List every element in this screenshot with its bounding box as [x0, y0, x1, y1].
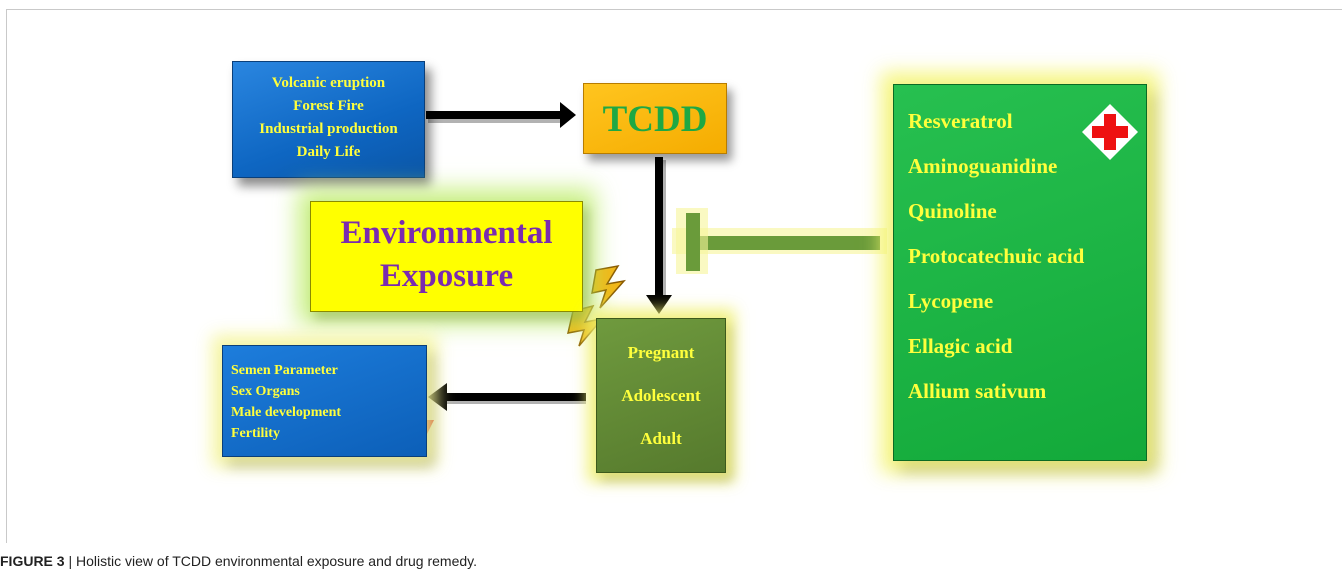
arrow-sources-to-tcdd [426, 102, 576, 128]
figure-caption: FIGURE 3 | Holistic view of TCDD environ… [0, 553, 1342, 569]
drug-item: Allium sativum [908, 379, 1047, 403]
drug-item: Aminoguanidine [908, 154, 1058, 178]
drug-item: Lycopene [908, 289, 994, 313]
exposure-sources-box: Volcanic eruption Forest Fire Industrial… [232, 61, 425, 178]
caption-separator: | [64, 553, 76, 569]
drug-item: Ellagic acid [908, 334, 1013, 358]
population-item: Adolescent [621, 386, 701, 405]
drug-item: Resveratrol [908, 109, 1013, 133]
effect-item: Semen Parameter [231, 363, 338, 378]
population-item: Adult [640, 429, 682, 448]
source-item: Forest Fire [293, 98, 364, 114]
drug-item: Protocatechuic acid [908, 244, 1085, 268]
environmental-exposure-box: Environmental Exposure [310, 201, 583, 312]
exposure-label-line: Exposure [379, 258, 514, 294]
source-item: Volcanic eruption [271, 75, 386, 91]
lightning-bolt-icon [567, 264, 626, 347]
red-cross-icon [1082, 104, 1138, 160]
effect-item: Sex Organs [231, 384, 300, 399]
figure-frame [6, 9, 1342, 543]
exposure-label-line: Environmental [340, 215, 553, 251]
arrow-population-to-effects [428, 383, 586, 411]
arrow-tcdd-to-population [646, 157, 672, 314]
caption-text: Holistic view of TCDD environmental expo… [76, 553, 477, 569]
drug-item: Quinoline [908, 199, 997, 223]
population-box: Pregnant Adolescent Adult [596, 318, 726, 473]
effect-item: Male development [231, 405, 342, 420]
tcdd-box: TCDD [583, 83, 727, 154]
source-item: Daily Life [296, 144, 361, 160]
effect-item: Fertility [231, 426, 280, 441]
population-item: Pregnant [627, 343, 695, 362]
source-item: Industrial production [259, 121, 398, 137]
inhibition-connector [672, 208, 887, 274]
reproductive-effects-box: Semen Parameter Sex Organs Male developm… [222, 345, 427, 457]
caption-label: FIGURE 3 [0, 553, 65, 569]
